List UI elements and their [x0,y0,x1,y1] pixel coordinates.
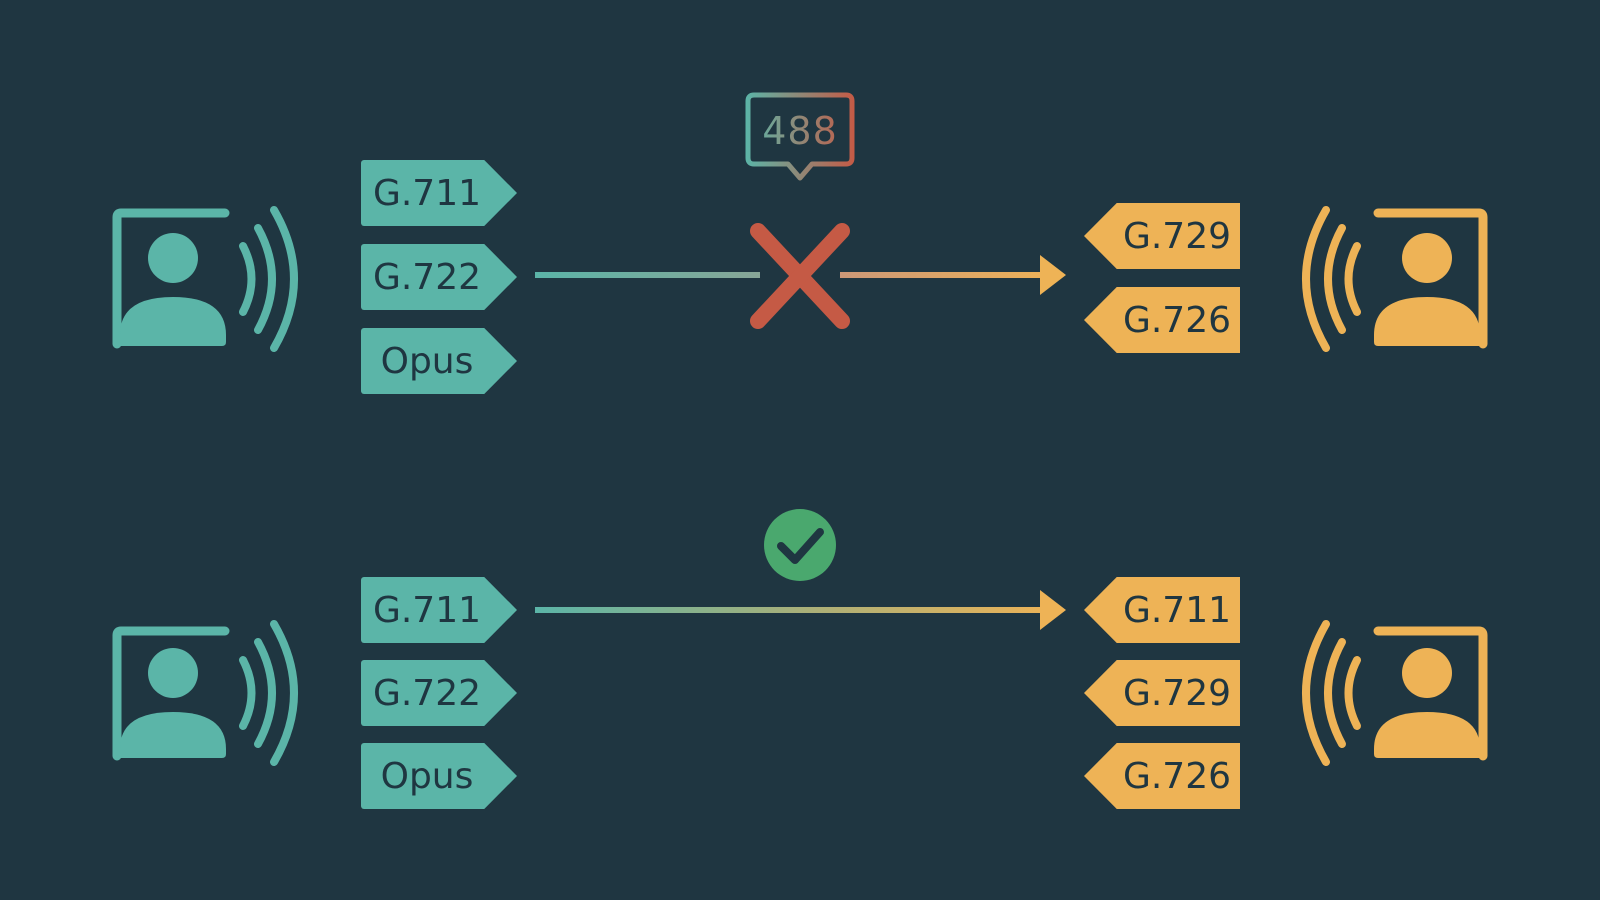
answer-codec-tag: G.711 [1084,577,1240,643]
offer-line-bottom [535,590,1066,630]
callee-icon-bottom [1302,620,1488,766]
callee-icon-top [1302,206,1488,352]
response-code-488: 488 [747,106,853,156]
caller-icon-bottom [112,620,298,766]
answer-codec-tag: G.729 [1084,660,1240,726]
offer-codec-tag: G.711 [361,577,517,643]
answer-codec-tag: G.726 [1084,743,1240,809]
answer-codec-tag: G.726 [1084,287,1240,353]
offer-codec-tag: Opus [361,328,517,394]
offer-codec-tag: G.711 [361,160,517,226]
offer-codec-tag: G.722 [361,244,517,310]
offer-line-top [535,255,1066,295]
offer-codec-tag: Opus [361,743,517,809]
check-circle-icon [764,509,836,581]
x-mark-icon [750,223,850,329]
offer-codec-tag: G.722 [361,660,517,726]
answer-codec-tag: G.729 [1084,203,1240,269]
response-code-bubble [745,92,855,181]
caller-icon-top [112,206,298,352]
